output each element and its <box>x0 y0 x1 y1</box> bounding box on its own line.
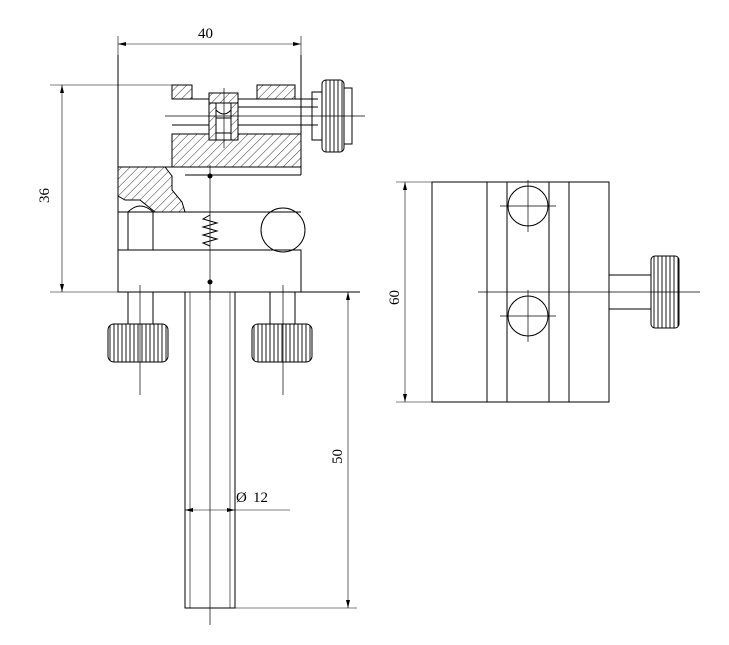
right-knob <box>251 285 313 395</box>
dimension-rod-length: 50 <box>235 292 357 609</box>
dimension-rod-diameter-label: 12 <box>253 490 268 506</box>
diameter-symbol: Ø <box>236 490 247 506</box>
dimension-rod-diameter: Ø 12 <box>185 490 290 512</box>
dimension-side-height: 60 <box>387 181 432 403</box>
rod <box>184 290 236 625</box>
dimension-side-height-label: 60 <box>387 290 403 305</box>
side-view: 60 <box>387 180 700 403</box>
dimension-rod-length-label: 50 <box>330 449 346 464</box>
side-knob <box>608 255 680 329</box>
dimension-height-label: 36 <box>37 188 53 204</box>
base-plate <box>117 249 360 293</box>
left-knob <box>107 285 169 395</box>
top-knob <box>311 79 353 153</box>
dimension-width: 40 <box>117 26 302 60</box>
dimension-height: 36 <box>37 84 172 293</box>
dimension-width-label: 40 <box>198 26 213 42</box>
middle-wedge <box>117 165 306 300</box>
front-view: 40 36 <box>37 26 365 625</box>
